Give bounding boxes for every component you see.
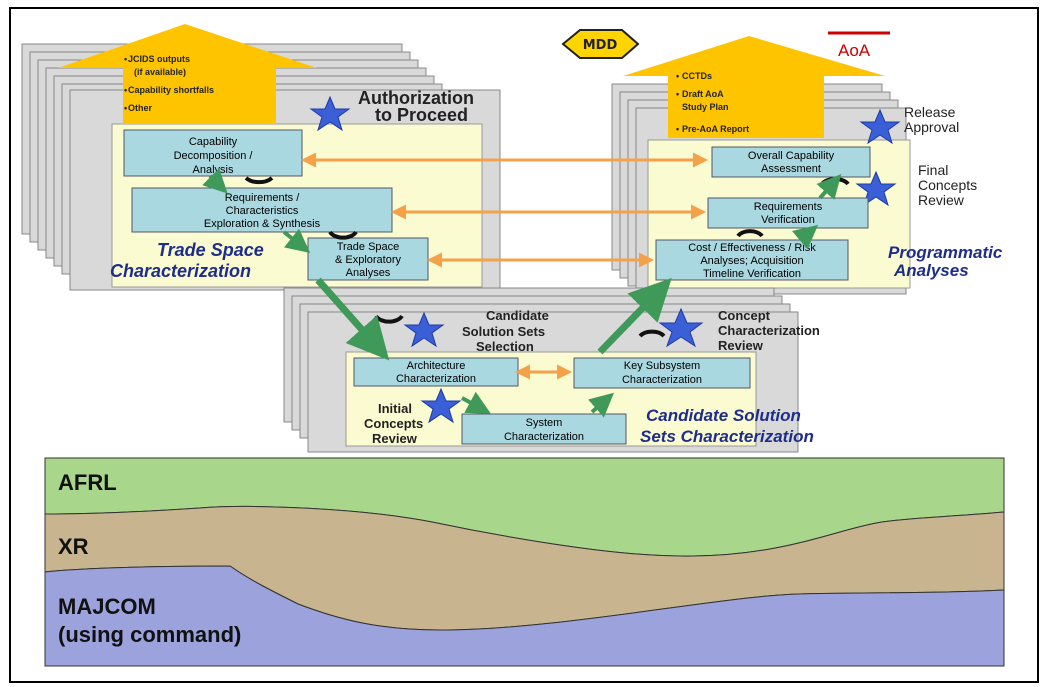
svg-text:Overall Capability: Overall Capability (748, 150, 835, 162)
svg-text:System: System (526, 417, 563, 429)
release-label-line1: Release (904, 104, 956, 120)
svg-text:Requirements: Requirements (754, 201, 823, 213)
svg-text:Verification: Verification (761, 214, 815, 226)
authorization-heading-line2: to Proceed (375, 105, 468, 125)
icr-label-line2: Concepts (364, 416, 423, 431)
inputs-arrow: JCIDS outputs (if available) Capability … (58, 24, 317, 124)
ccr-label-line1: Concept (718, 308, 771, 323)
flow-arrow-5 (461, 391, 492, 414)
input-item-2: Capability shortfalls (128, 85, 214, 95)
svg-text:Key Subsystem: Key Subsystem (624, 360, 700, 372)
box-trade-space-analyses: Trade Space & Exploratory Analyses (307, 237, 429, 281)
trade-space-caption-line1: Trade Space (157, 240, 264, 260)
svg-text:Architecture: Architecture (407, 360, 466, 372)
aoa-milestone: AoA (828, 31, 890, 60)
star-icon-authorization (309, 95, 351, 132)
input-item-1: JCIDS outputs (128, 54, 190, 64)
box-architecture: Architecture Characterization (353, 357, 519, 387)
ccr-label-line2: Characterization (718, 323, 820, 338)
majcom-band (44, 565, 1005, 667)
icr-label-line1: Initial (378, 401, 412, 416)
selection-label-line2: Solution Sets (462, 324, 545, 339)
svg-text:•: • (676, 124, 679, 134)
flow-arrow-4 (816, 174, 842, 200)
loop-arc-1 (244, 176, 274, 185)
output-item-3: Pre-AoA Report (682, 124, 749, 134)
programmatic-caption-line1: Programmatic (888, 243, 1003, 262)
box-requirements-verification: Requirements Verification (707, 197, 869, 229)
input-item-1b: (if available) (134, 67, 186, 77)
svg-text:•: • (676, 71, 679, 81)
svg-text:Trade Space: Trade Space (337, 241, 400, 253)
star-icon-final-review (855, 170, 897, 207)
final-review-line3: Review (918, 192, 965, 208)
loop-arc-6 (638, 329, 666, 338)
box-key-subsystem: Key Subsystem Characterization (573, 357, 751, 389)
svg-text:Characterization: Characterization (622, 374, 702, 386)
flow-arrow-6 (588, 392, 615, 418)
svg-text:MDD: MDD (583, 38, 618, 53)
green-connector-right (597, 277, 672, 355)
input-item-3: Other (128, 103, 153, 113)
svg-text:Assessment: Assessment (761, 163, 821, 175)
star-icon-release (859, 108, 901, 145)
output-item-2: Draft AoA (682, 89, 724, 99)
svg-text:Analyses: Analyses (346, 267, 391, 279)
svg-text:Decomposition /: Decomposition / (174, 150, 254, 162)
output-item-1: CCTDs (682, 71, 712, 81)
mdd-milestone: MDD (561, 29, 640, 59)
outputs-arrow: • CCTDs • Draft AoA Study Plan • Pre-AoA… (623, 36, 885, 138)
programmatic-caption-line2: Analyses (893, 261, 969, 280)
final-review-line1: Final (918, 162, 948, 178)
trade-space-caption-line2: Characterization (110, 261, 251, 281)
release-label-line2: Approval (904, 119, 959, 135)
svg-text:Cost / Effectiveness / Risk: Cost / Effectiveness / Risk (688, 242, 816, 254)
svg-text:•: • (124, 103, 127, 113)
svg-text:•: • (676, 89, 679, 99)
majcom-label-line2: (using command) (58, 622, 241, 647)
box-capability-decomposition: Capability Decomposition / Analysis (123, 129, 303, 177)
xr-label: XR (58, 534, 89, 559)
icr-label-line3: Review (372, 431, 418, 446)
candidate-caption-line1: Candidate Solution (646, 406, 801, 425)
green-connector-left (315, 277, 390, 361)
star-icon-ccr (658, 307, 704, 348)
box-system: System Characterization (461, 413, 627, 445)
ccr-label-line3: Review (718, 338, 764, 353)
box-overall-capability: Overall Capability Assessment (711, 146, 871, 178)
selection-label-line3: Selection (476, 339, 534, 354)
svg-text:Analyses; Acquisition: Analyses; Acquisition (700, 255, 803, 267)
star-icon-icr (420, 387, 462, 424)
svg-text:Characterization: Characterization (504, 431, 584, 443)
box-requirements-characteristics: Requirements / Characteristics Explorati… (131, 187, 393, 233)
svg-text:Characteristics: Characteristics (226, 205, 299, 217)
svg-text:AoA: AoA (838, 41, 871, 60)
svg-text:Capability: Capability (189, 136, 238, 148)
svg-text:•: • (124, 54, 127, 64)
afrl-label: AFRL (58, 470, 117, 495)
svg-text:Analysis: Analysis (193, 164, 234, 176)
svg-text:Characterization: Characterization (396, 373, 476, 385)
authorization-heading-line1: Authorization (358, 88, 474, 108)
final-review-line2: Concepts (918, 177, 977, 193)
flow-arrow-2 (282, 228, 311, 253)
output-item-2b: Study Plan (682, 102, 729, 112)
loop-arc-2 (328, 230, 358, 240)
box-cost-effectiveness: Cost / Effectiveness / Risk Analyses; Ac… (655, 239, 849, 281)
loop-arc-4 (736, 229, 764, 238)
majcom-label-line1: MAJCOM (58, 594, 156, 619)
selection-label-line1: Candidate (486, 308, 549, 323)
svg-text:Requirements /: Requirements / (225, 192, 301, 204)
flow-arrow-1 (202, 168, 228, 194)
star-icon-selection (403, 311, 445, 348)
svg-text:& Exploratory: & Exploratory (335, 254, 402, 266)
flow-arrow-3 (792, 224, 819, 250)
candidate-caption-line2: Sets Characterization (640, 427, 814, 446)
svg-text:Timeline Verification: Timeline Verification (703, 268, 801, 280)
organization-bands: AFRL XR MAJCOM (using command) (44, 457, 1005, 667)
svg-text:•: • (124, 85, 127, 95)
svg-text:Exploration & Synthesis: Exploration & Synthesis (204, 218, 321, 230)
